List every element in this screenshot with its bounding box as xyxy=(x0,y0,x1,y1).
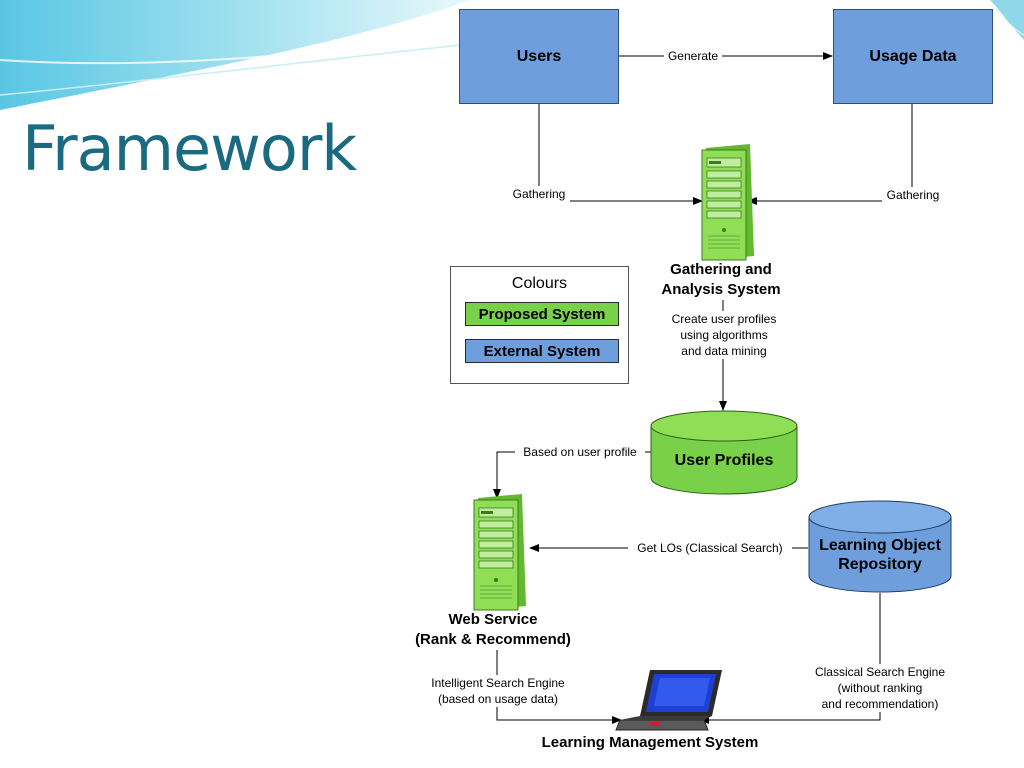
intelligent-search-label-2: (based on usage data) xyxy=(420,691,576,707)
usage-data-node: Usage Data xyxy=(833,9,993,104)
edge-classical-search xyxy=(699,593,881,724)
web-service-label-1: Web Service xyxy=(448,611,538,628)
legend-title: Colours xyxy=(511,275,568,292)
gathering-server-icon xyxy=(701,144,754,261)
edge-intelligent-search xyxy=(496,650,622,724)
gathering-right-label: Gathering xyxy=(882,187,944,203)
user-profiles-label: User Profiles xyxy=(674,452,774,469)
usage-data-label: Usage Data xyxy=(869,47,957,65)
get-los-label: Get LOs (Classical Search) xyxy=(628,540,792,556)
gathering-system-label-1: Gathering and xyxy=(670,261,772,278)
classical-search-label-3: and recommendation) xyxy=(806,696,954,712)
user-profiles-db-icon xyxy=(650,410,798,495)
legend-external-system: External System xyxy=(465,339,619,363)
web-service-server-icon xyxy=(473,494,526,611)
create-profiles-label-3: and data mining xyxy=(654,343,794,359)
legend-external-label: External System xyxy=(483,342,601,360)
colours-legend: Colours Proposed System External System xyxy=(450,266,629,384)
based-on-profile-label: Based on user profile xyxy=(515,444,645,460)
create-profiles-label-1: Create user profiles xyxy=(654,311,794,327)
lo-repository-label-1: Learning Object xyxy=(819,537,941,554)
users-label: Users xyxy=(516,47,562,65)
classical-search-label-1: Classical Search Engine xyxy=(806,664,954,680)
lms-label: Learning Management System xyxy=(541,734,759,751)
legend-proposed-system: Proposed System xyxy=(465,302,619,326)
lo-repository-db-icon xyxy=(808,500,952,593)
header-swoosh xyxy=(0,0,1024,110)
gathering-left-label: Gathering xyxy=(508,186,570,202)
gathering-system-label-2: Analysis System xyxy=(661,281,781,298)
lo-repository-label-2: Repository xyxy=(838,556,922,573)
classical-search-label-2: (without ranking xyxy=(806,680,954,696)
intelligent-search-label-1: Intelligent Search Engine xyxy=(420,675,576,691)
laptop-icon xyxy=(615,670,722,731)
slide-title: Framework xyxy=(22,112,357,185)
users-node: Users xyxy=(459,9,619,104)
legend-proposed-label: Proposed System xyxy=(478,305,606,323)
web-service-label-2: (Rank & Recommend) xyxy=(415,631,571,648)
generate-label: Generate xyxy=(664,48,722,64)
create-profiles-label-2: using algorithms xyxy=(654,327,794,343)
